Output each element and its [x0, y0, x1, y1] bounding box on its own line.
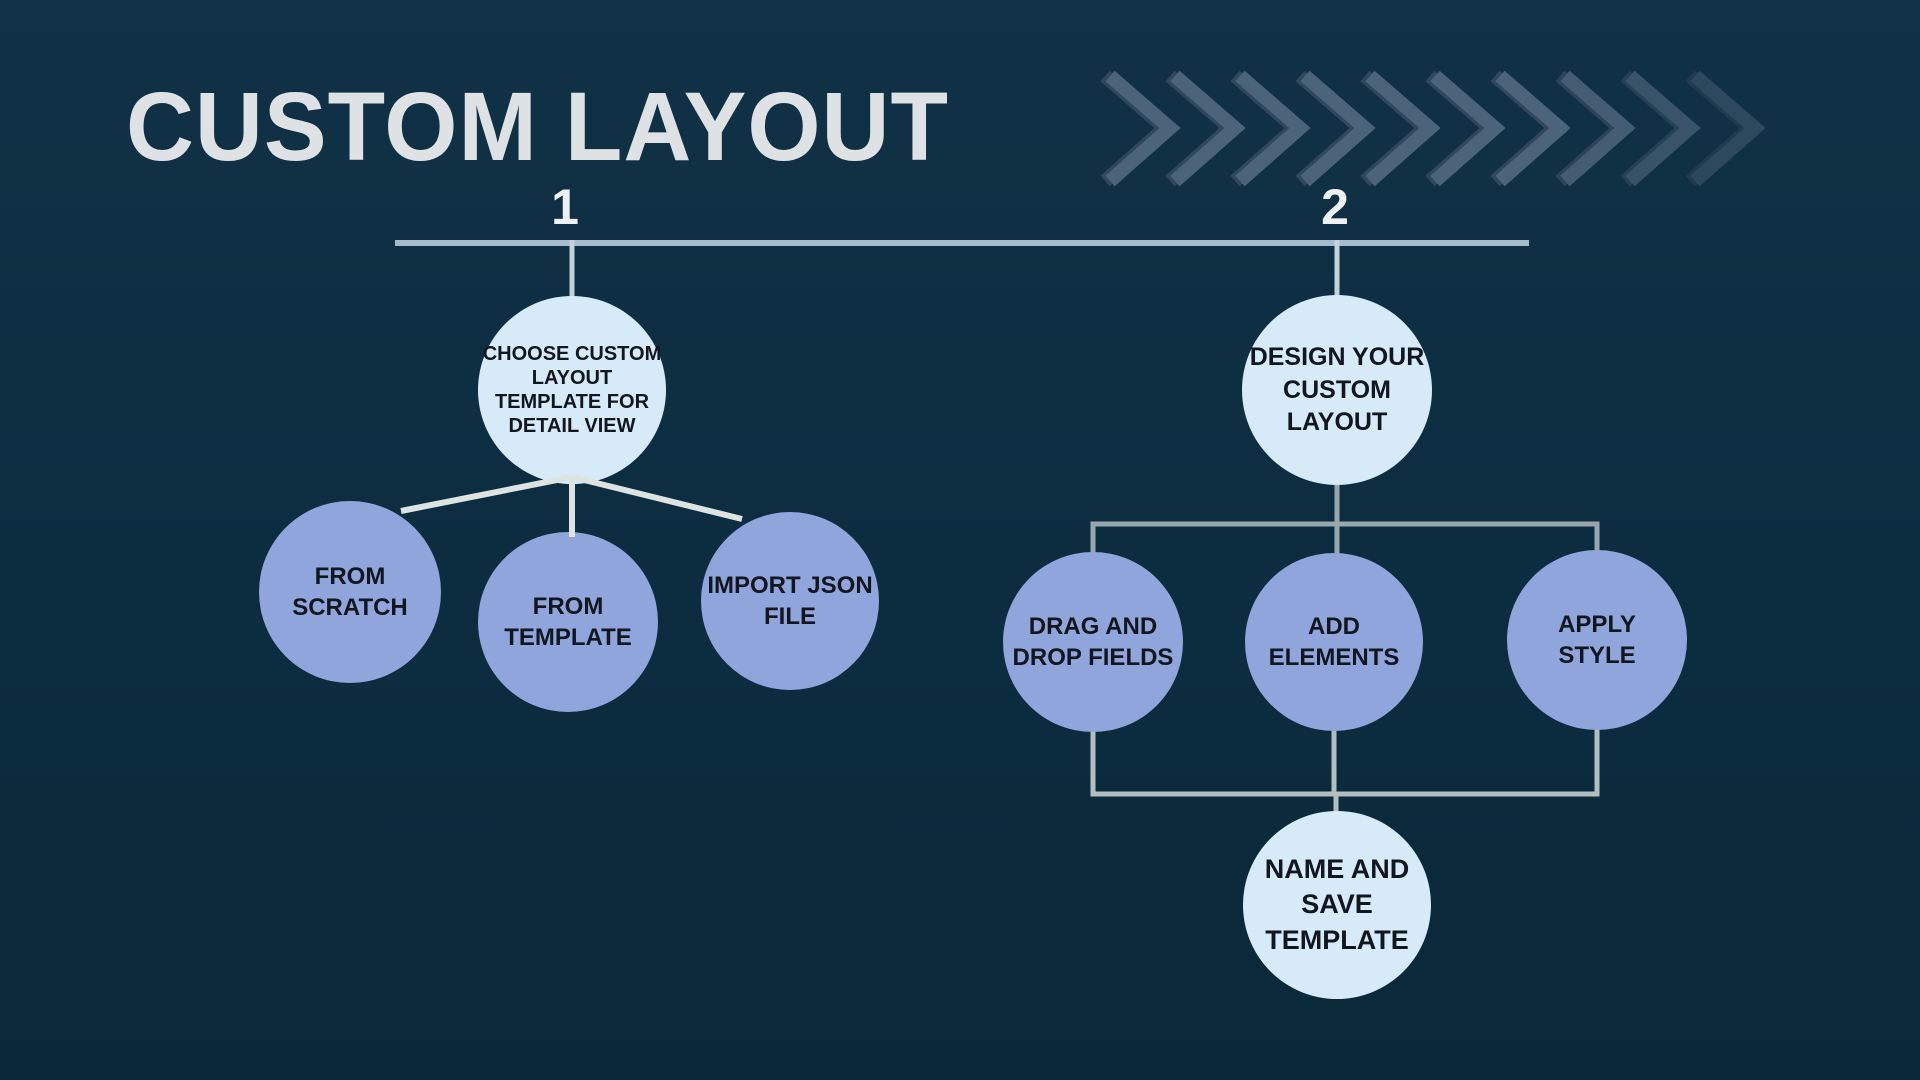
- node-label: FROM SCRATCH: [292, 562, 408, 621]
- chevron-icon: [1685, 70, 1766, 187]
- node-label: APPLY STYLE: [1558, 610, 1636, 669]
- chevron-icon: [1165, 70, 1246, 187]
- node-label: DESIGN YOUR CUSTOM LAYOUT: [1249, 343, 1425, 437]
- node-name-save-template: NAME AND SAVE TEMPLATE: [1243, 811, 1431, 999]
- node-label: DRAG AND DROP FIELDS: [1012, 612, 1174, 671]
- node-label: NAME AND SAVE TEMPLATE: [1264, 854, 1410, 955]
- branch-2-bottom-bracket: [1090, 726, 1600, 814]
- chevron-icon: [1620, 70, 1701, 187]
- chevron-icon: [1555, 70, 1636, 187]
- chevron-icon: [1100, 70, 1181, 187]
- node-label: ADD ELEMENTS: [1268, 612, 1400, 671]
- chevron-icon: [1230, 70, 1311, 187]
- node-drag-drop-fields: DRAG AND DROP FIELDS: [1003, 552, 1183, 732]
- node-import-json: IMPORT JSON FILE: [701, 512, 879, 690]
- chevron-icon: [1490, 70, 1571, 187]
- node-label: IMPORT JSON FILE: [707, 571, 873, 630]
- chevron-icon: [1295, 70, 1376, 187]
- node-label: CHOOSE CUSTOM LAYOUT TEMPLATE FOR DETAIL…: [482, 343, 662, 437]
- node-from-template: FROM TEMPLATE: [478, 532, 658, 712]
- branch-1-connector-left: [400, 474, 573, 514]
- node-design-layout: DESIGN YOUR CUSTOM LAYOUT: [1242, 295, 1432, 485]
- step-2-number: 2: [1321, 179, 1349, 235]
- chevron-arrows-icon: [1100, 70, 1766, 187]
- node-add-elements: ADD ELEMENTS: [1245, 553, 1423, 731]
- chevron-icon: [1360, 70, 1441, 187]
- page-title: CUSTOM LAYOUT: [126, 72, 949, 181]
- node-label: FROM TEMPLATE: [504, 592, 632, 651]
- node-choose-template: CHOOSE CUSTOM LAYOUT TEMPLATE FOR DETAIL…: [478, 296, 666, 484]
- step-1-number: 1: [551, 179, 579, 235]
- node-from-scratch: FROM SCRATCH: [259, 501, 441, 683]
- branch-1-connector-right: [571, 474, 743, 522]
- node-apply-style: APPLY STYLE: [1507, 550, 1687, 730]
- chevron-icon: [1425, 70, 1506, 187]
- branch-2-top-bracket: [1090, 482, 1600, 557]
